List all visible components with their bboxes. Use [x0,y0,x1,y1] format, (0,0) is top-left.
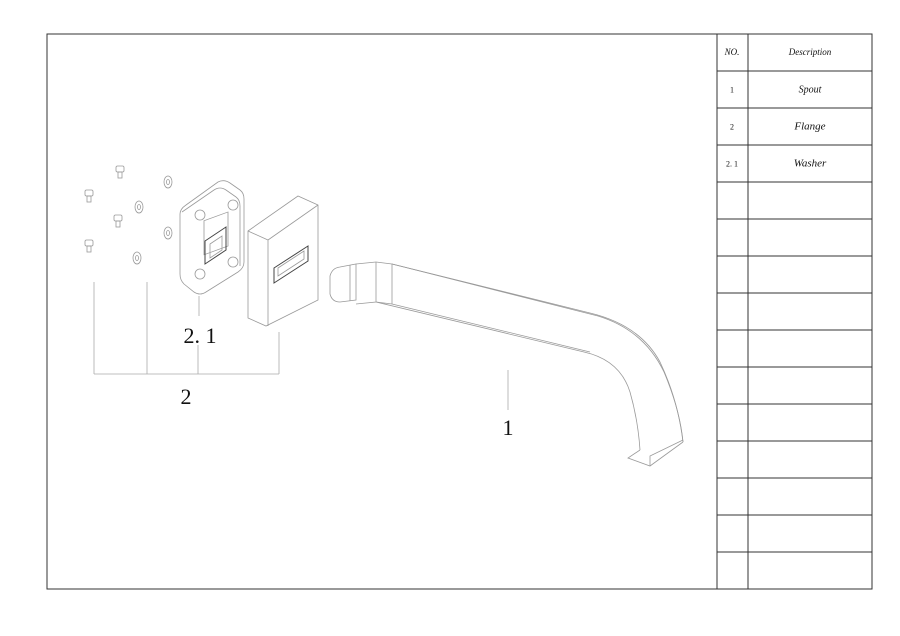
table-cell-description: Washer [794,158,827,170]
spout-part [329,261,684,467]
table-cell-no: 2 [730,123,734,132]
small-washer-icon [132,251,142,265]
table-cell-description: Flange [793,121,825,133]
table-cell-description: Spout [799,85,822,96]
screw-icon [113,214,123,228]
table-rows: 1 Spout 2 Flange 2. 1 Washer [726,85,827,170]
screw-icon [84,239,94,253]
table-cell-no: 1 [730,86,734,95]
callout-spout: 1 [503,415,514,440]
table-row: 2. 1 Washer [726,158,827,170]
table-row-lines [717,70,872,553]
screw-icon [84,189,94,203]
table-row: 2 Flange [730,121,826,133]
drawing-frame [46,33,873,590]
small-washer-icon [134,200,144,214]
small-washer-icon [163,226,173,240]
flange-part [247,195,319,327]
table-header-description: Description [788,47,832,57]
leader-lines [93,282,509,410]
screw-icon [115,165,125,179]
parts-table: NO. Description 1 Spout 2 Flange 2. 1 Washer [716,34,872,589]
small-washer-icon [163,175,173,189]
callout-washer: 2. 1 [184,323,217,348]
small-washers-group [132,175,173,265]
table-header-no: NO. [724,47,740,57]
callout-flange: 2 [181,384,192,409]
mounting-plate-part [179,180,245,295]
screws-group [84,165,125,253]
table-row: 1 Spout [730,85,822,96]
table-cell-no: 2. 1 [726,160,738,169]
